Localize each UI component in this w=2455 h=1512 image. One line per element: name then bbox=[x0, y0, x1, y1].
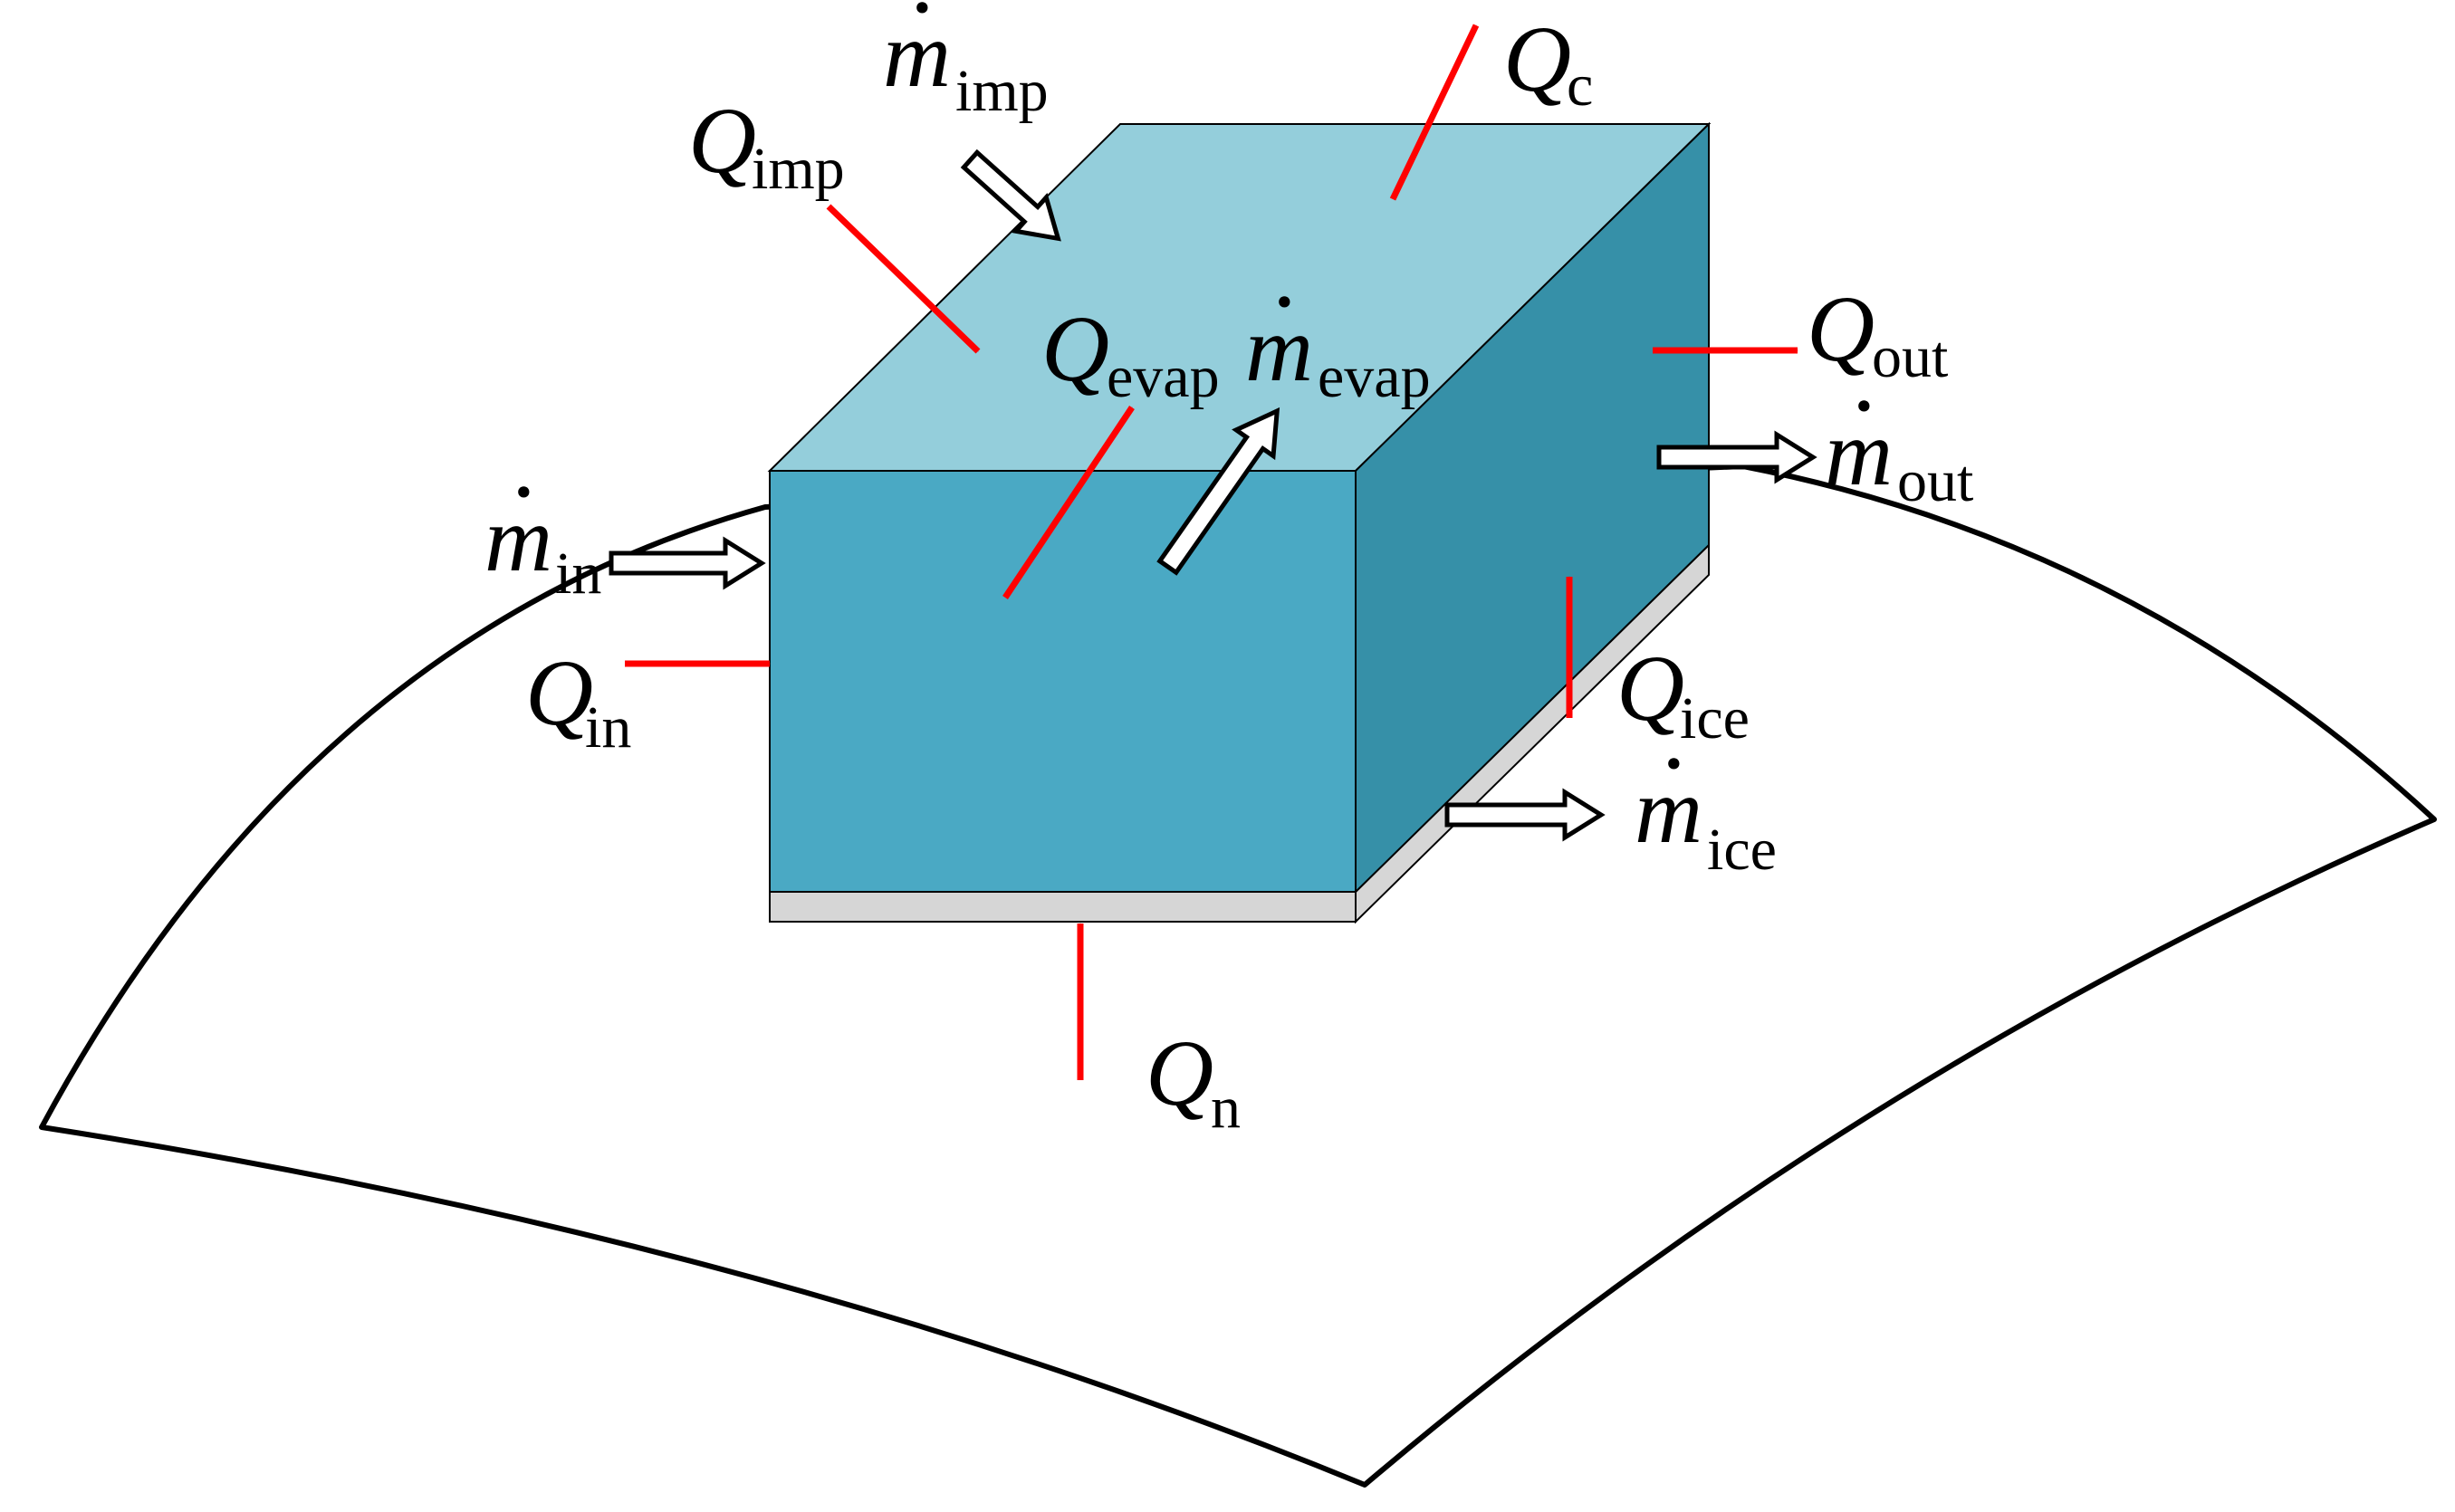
svg-text:evap: evap bbox=[1318, 344, 1431, 410]
svg-text:imp: imp bbox=[752, 136, 845, 202]
svg-text:Q: Q bbox=[1616, 636, 1684, 741]
label-m-out: · m out bbox=[1825, 354, 1973, 514]
label-q-c: Q c bbox=[1503, 7, 1593, 119]
svg-text:Q: Q bbox=[1041, 297, 1109, 401]
label-m-imp: · m imp bbox=[883, 0, 1049, 124]
dot-accent: · bbox=[1848, 354, 1880, 458]
svg-text:Q: Q bbox=[1146, 1021, 1213, 1125]
svg-text:Q: Q bbox=[688, 89, 756, 193]
box-side-face bbox=[1355, 121, 1710, 895]
label-q-evap: Q evap bbox=[1041, 297, 1220, 410]
svg-text:in: in bbox=[555, 541, 601, 607]
label-q-in: Q in bbox=[525, 641, 631, 761]
dot-accent: · bbox=[1269, 250, 1300, 354]
svg-text:Q: Q bbox=[525, 641, 593, 745]
label-m-evap: · m evap bbox=[1245, 250, 1431, 410]
dot-accent: · bbox=[508, 440, 540, 544]
label-q-out: Q out bbox=[1807, 277, 1948, 390]
svg-text:m: m bbox=[1635, 759, 1702, 863]
mass-arrow-m-ice bbox=[1444, 788, 1606, 842]
label-q-n: Q n bbox=[1146, 1021, 1241, 1141]
heat-arrow-q-c bbox=[1389, 24, 1480, 201]
svg-text:out: out bbox=[1897, 448, 1973, 514]
dot-accent: · bbox=[1658, 712, 1690, 816]
mass-arrow-m-evap bbox=[1156, 407, 1280, 576]
mass-arrow-m-imp bbox=[960, 148, 1061, 242]
svg-text:m: m bbox=[883, 3, 951, 107]
svg-text:imp: imp bbox=[955, 58, 1049, 124]
svg-text:n: n bbox=[1211, 1075, 1241, 1141]
mass-arrow-m-out bbox=[1656, 430, 1817, 484]
svg-text:ice: ice bbox=[1680, 685, 1750, 751]
dot-accent: · bbox=[906, 0, 938, 60]
svg-text:out: out bbox=[1872, 324, 1948, 390]
label-q-imp: Q imp bbox=[688, 89, 845, 202]
svg-text:ice: ice bbox=[1707, 817, 1777, 883]
label-m-in: · m in bbox=[484, 440, 601, 607]
box-front-face bbox=[769, 470, 1357, 893]
svg-text:m: m bbox=[484, 487, 552, 591]
svg-text:c: c bbox=[1567, 53, 1593, 119]
svg-text:in: in bbox=[585, 694, 631, 761]
heat-arrow-q-imp bbox=[826, 204, 981, 354]
label-q-ice: Q ice bbox=[1616, 636, 1750, 751]
ice-layer-front bbox=[769, 891, 1357, 923]
svg-text:evap: evap bbox=[1107, 344, 1220, 410]
surface-sheet bbox=[39, 464, 2437, 1488]
svg-text:m: m bbox=[1245, 297, 1313, 401]
svg-text:Q: Q bbox=[1503, 7, 1571, 111]
mass-arrow-m-in bbox=[609, 536, 766, 590]
label-m-ice: · m ice bbox=[1635, 712, 1777, 883]
svg-text:Q: Q bbox=[1807, 277, 1875, 381]
heat-arrow-q-evap bbox=[1002, 406, 1135, 599]
svg-text:m: m bbox=[1825, 401, 1893, 505]
